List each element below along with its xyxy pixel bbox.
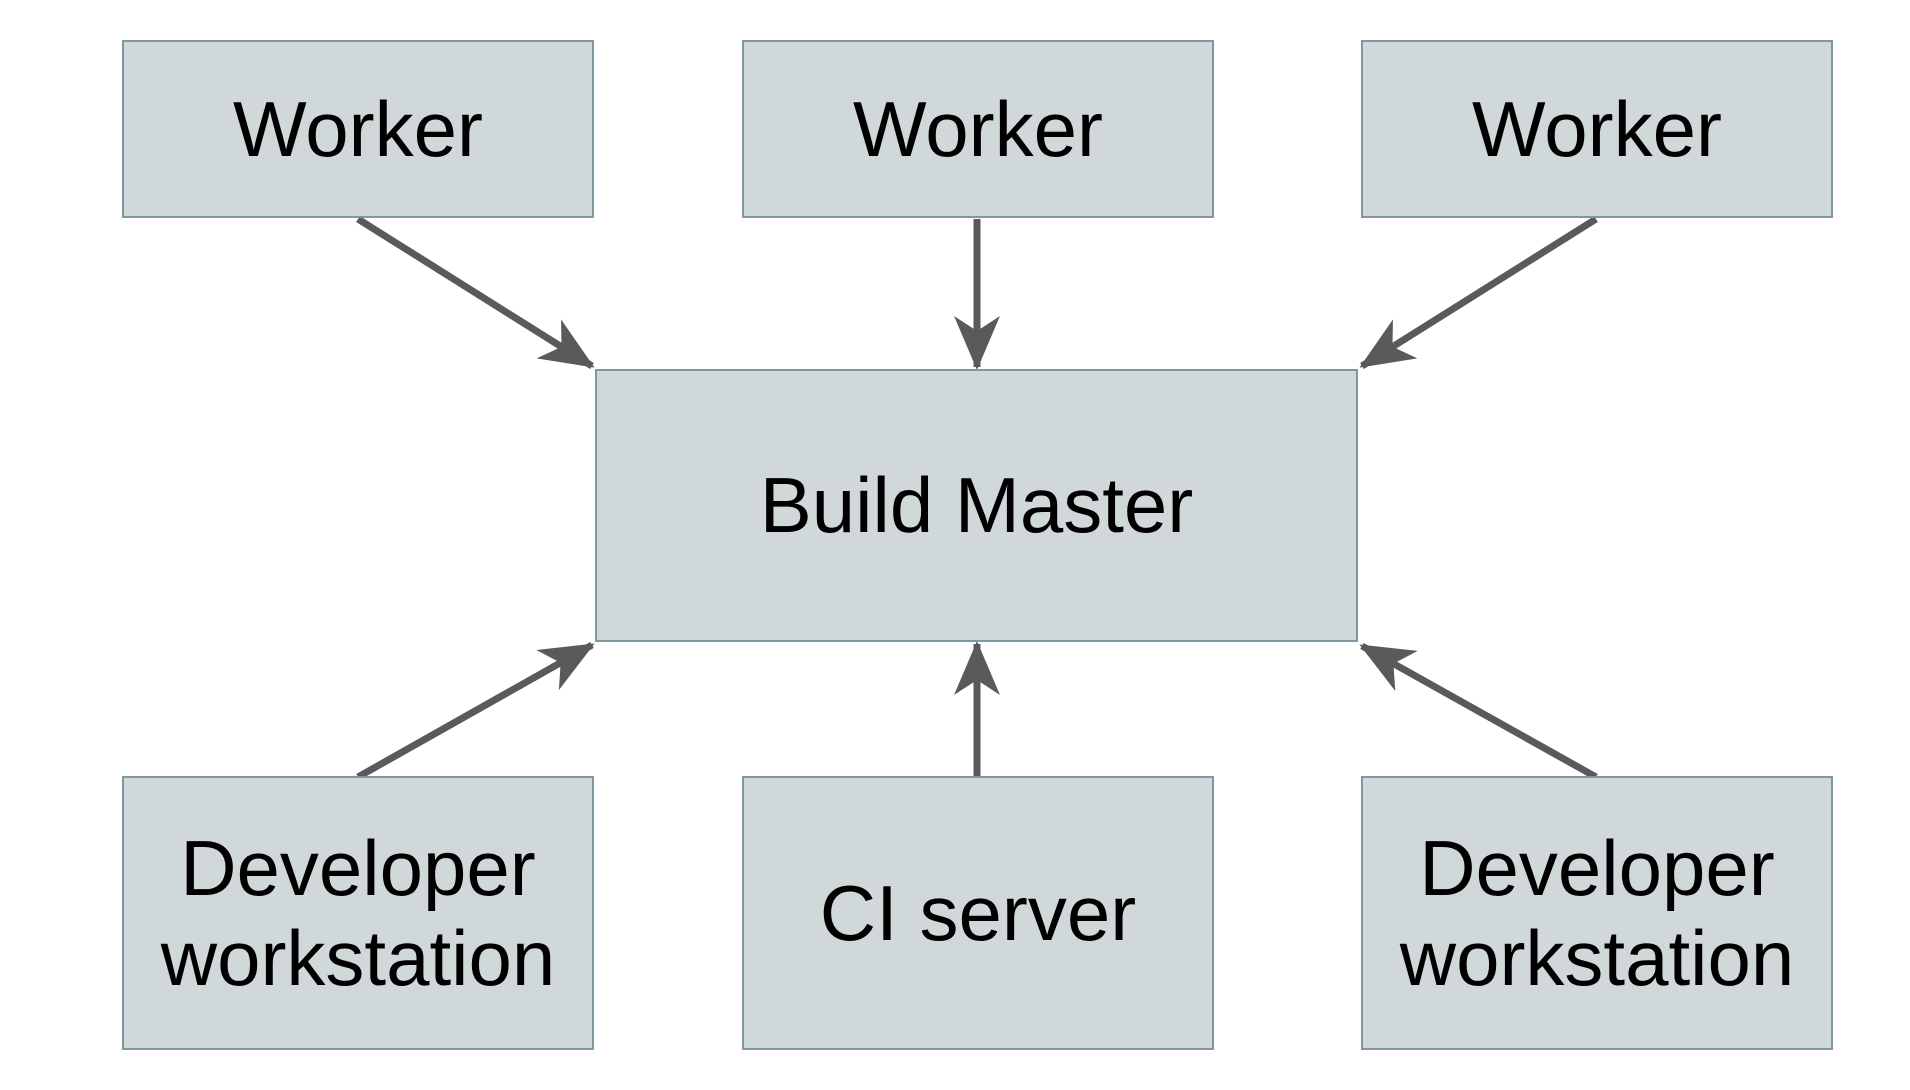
node-worker-3-label: Worker	[1472, 84, 1722, 173]
node-build-master-label: Build Master	[759, 461, 1194, 550]
node-developer-workstation-1: Developer workstation	[122, 776, 594, 1050]
node-worker-3: Worker	[1361, 40, 1833, 218]
node-worker-1: Worker	[122, 40, 594, 218]
node-ci-server-label: CI server	[819, 868, 1137, 957]
arrow-worker-1-to-build-master	[356, 216, 595, 369]
node-worker-1-label: Worker	[233, 84, 483, 173]
arrow-worker-3-to-build-master	[1359, 216, 1598, 369]
arrow-developer-workstation-1-to-build-master	[356, 641, 595, 781]
node-developer-workstation-1-label: Developer workstation	[160, 823, 556, 1002]
node-developer-workstation-2-label: Developer workstation	[1399, 823, 1795, 1002]
node-build-master: Build Master	[595, 369, 1358, 642]
arrow-developer-workstation-2-to-build-master	[1359, 642, 1598, 781]
node-developer-workstation-2: Developer workstation	[1361, 776, 1833, 1050]
node-worker-2: Worker	[742, 40, 1214, 218]
node-ci-server: CI server	[742, 776, 1214, 1050]
node-worker-2-label: Worker	[853, 84, 1103, 173]
